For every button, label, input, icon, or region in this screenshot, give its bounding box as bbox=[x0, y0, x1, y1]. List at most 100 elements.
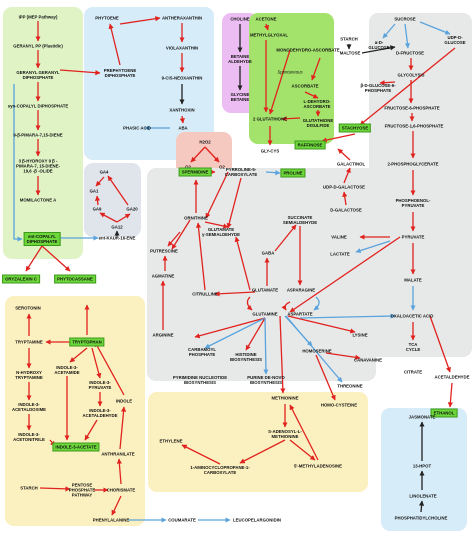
node-jasmonate: JASMONATE bbox=[408, 414, 436, 420]
arrow-67 bbox=[214, 291, 256, 297]
arrow-21 bbox=[107, 175, 129, 206]
node-aba: ABA bbox=[178, 125, 188, 131]
node-ascorbate: ASCORBATE bbox=[291, 83, 319, 89]
arrow-105 bbox=[91, 347, 102, 379]
arrow-62 bbox=[171, 219, 191, 250]
arrow-59 bbox=[167, 231, 181, 247]
arrow-38 bbox=[382, 23, 396, 39]
arrow-90 bbox=[181, 444, 221, 465]
node-indole: INDOLE bbox=[115, 398, 133, 404]
arrow-78 bbox=[325, 352, 361, 360]
node-maltose: MALTOSE bbox=[339, 50, 361, 56]
arrow-113 bbox=[111, 495, 122, 516]
node-momilactone: MOMILACTONE A bbox=[19, 197, 57, 203]
arrow-48 bbox=[359, 47, 456, 126]
arrow-19 bbox=[99, 212, 118, 223]
node-gpp: GERANYL PP (Plastidic) bbox=[13, 43, 63, 49]
node-succinate-sa: SUCCINATE SEMIALDEHYDE bbox=[282, 215, 318, 225]
node-canavanine: CANAVANINE bbox=[353, 357, 383, 363]
node-malate: MALATE bbox=[404, 277, 422, 283]
arrow-7 bbox=[25, 245, 43, 272]
node-carbamoyl-p: CARBAMOYL PHOSPHATE bbox=[188, 347, 216, 357]
node-ga9: GA9 bbox=[92, 206, 102, 212]
node-glutamine: GLUTAMINE bbox=[252, 311, 278, 317]
node-indole3-acetaldoxime: INDOLE-3- ACETALDOXIME bbox=[11, 402, 47, 412]
node-indole3-acetate: INDOLE-3-ACETATE bbox=[52, 442, 100, 452]
node-methionine: METHIONINE bbox=[271, 395, 299, 401]
node-betaine-aldehyde: BETAINE ALDEHYDE bbox=[228, 54, 252, 64]
node-indole3-acetaldehyde: INDOLE-3- ACETALDEHYDE bbox=[82, 408, 118, 418]
node-fbp: FRUCTOSE-1,6-PHOSPHATE bbox=[384, 123, 444, 129]
node-hydroxy-pimara: 3 β-HYDROXY 9 β - PIMARA-7, 15-DIENE- 19… bbox=[16, 158, 60, 174]
node-prephytoene: PREPHYTOENE DIPHOSPHATE bbox=[103, 68, 137, 78]
arrow-17 bbox=[95, 176, 105, 187]
node-pimara-diene: 9-β-PIMARA-7,15-DIENE bbox=[13, 132, 63, 138]
node-citrate: CITRATE bbox=[403, 369, 423, 375]
node-d-fructose: D-FRUCTOSE bbox=[395, 50, 425, 56]
arrow-51 bbox=[343, 167, 351, 184]
node-xanthoxin: XANTHOXIN bbox=[169, 107, 195, 113]
arrow-64 bbox=[274, 224, 297, 252]
node-two-pg: 2-PHOSPHOGLYCERATE bbox=[387, 161, 439, 167]
node-lysine: LYSINE bbox=[352, 332, 368, 338]
node-phytocassane: PHYTOCASSANE bbox=[54, 274, 96, 284]
node-pep: PHOSPHOENOL- PYRUVATE bbox=[395, 198, 431, 208]
node-glycolysis: GLYCOLYSIS bbox=[397, 72, 425, 78]
arrow-40 bbox=[419, 21, 451, 35]
node-sam: S-ADENOSYL-L- METHIONINE bbox=[268, 429, 302, 439]
node-pyruvate: PYRUVATE bbox=[401, 234, 425, 240]
arrow-55 bbox=[205, 171, 229, 219]
node-ga4: GA4 bbox=[99, 169, 109, 175]
arrow-66 bbox=[234, 236, 251, 291]
node-starch-bottom: STARCH bbox=[20, 485, 38, 491]
node-hpot: 13-HPOT bbox=[412, 463, 432, 469]
node-lactate: LACTATE bbox=[330, 251, 350, 257]
node-purine-bio: PURINE DE-NOVO BIOSYNTHESIS bbox=[247, 375, 285, 385]
arrow-28 bbox=[264, 23, 269, 31]
arrow-70 bbox=[204, 317, 266, 349]
arrow-50 bbox=[337, 148, 351, 161]
node-h2o2: H2O2 bbox=[199, 139, 211, 145]
node-neoxanthin: 9-CIS-NEOXANTHIN bbox=[161, 75, 203, 81]
node-a-d-glucose: α-D- GLUCOSE bbox=[368, 40, 390, 50]
node-phytoene: PHYTOENE bbox=[95, 15, 119, 21]
node-methylglyoxal: METHYLGLYOXAL bbox=[249, 32, 289, 38]
node-glycine-betaine: GLYCINE BETAINE bbox=[230, 92, 250, 102]
node-citrulline: CITRULLINE bbox=[192, 291, 218, 297]
node-threonine: THREONINE bbox=[337, 383, 363, 389]
node-antheraxanthin: ANTHERAXANTHIN bbox=[161, 15, 203, 21]
node-phosphatidylcholine: PHOSPHATIDYLCHOLINE bbox=[394, 515, 448, 521]
arrow-11 bbox=[119, 16, 161, 25]
arrow-89 bbox=[239, 439, 286, 464]
arrow-92 bbox=[289, 404, 319, 461]
node-udp-glucose: UDP-D- GLUCOSE bbox=[444, 35, 466, 45]
arrow-104 bbox=[69, 347, 88, 363]
node-stachyose: STACHYOSE bbox=[338, 123, 372, 133]
cycle-arrow-0 bbox=[246, 296, 253, 311]
arrow-20 bbox=[116, 213, 131, 223]
node-homo-cysteine: HOMO-CYSTEINE bbox=[320, 402, 358, 408]
node-violaxanthin: VIOLAXANTHIN bbox=[165, 45, 199, 51]
arrow-68 bbox=[195, 222, 206, 291]
arrow-95 bbox=[418, 500, 425, 513]
node-mta: 5'-METHYLADENOSINE bbox=[293, 463, 343, 469]
node-indole3-pyruvate: INDOLE-3- PYRUVATE bbox=[88, 380, 112, 390]
node-ipp: IPP (MEP Pathway) bbox=[18, 14, 58, 20]
node-agmatine: AGMATINE bbox=[151, 273, 175, 279]
node-syn-cpp: syn-COPALYL DIPHOSPHATE bbox=[7, 103, 69, 109]
arrow-107 bbox=[84, 419, 98, 441]
node-ornithine: ORNITHINE bbox=[184, 215, 208, 221]
node-galactinol: GALACTINOL bbox=[336, 161, 366, 167]
node-spermidine: SPERMIDINE bbox=[178, 167, 212, 177]
node-acetone: ACETONE bbox=[255, 16, 277, 22]
arrow-49 bbox=[321, 133, 356, 143]
node-aspartate: ASPARTATE bbox=[287, 311, 313, 317]
node-mdha: MONODEHYDRO-ASCORBATE bbox=[276, 47, 340, 53]
node-ppp: PENTOSE PHOSPHATE PATHWAY bbox=[68, 482, 96, 498]
node-o2-right: O2 bbox=[219, 164, 225, 170]
node-l-dha: L-DEHYDRO- ASCORBATE bbox=[303, 99, 331, 109]
node-ethylene: ETHYLENE bbox=[159, 438, 183, 444]
region-terpenoid bbox=[3, 7, 83, 259]
arrow-74 bbox=[287, 315, 356, 334]
